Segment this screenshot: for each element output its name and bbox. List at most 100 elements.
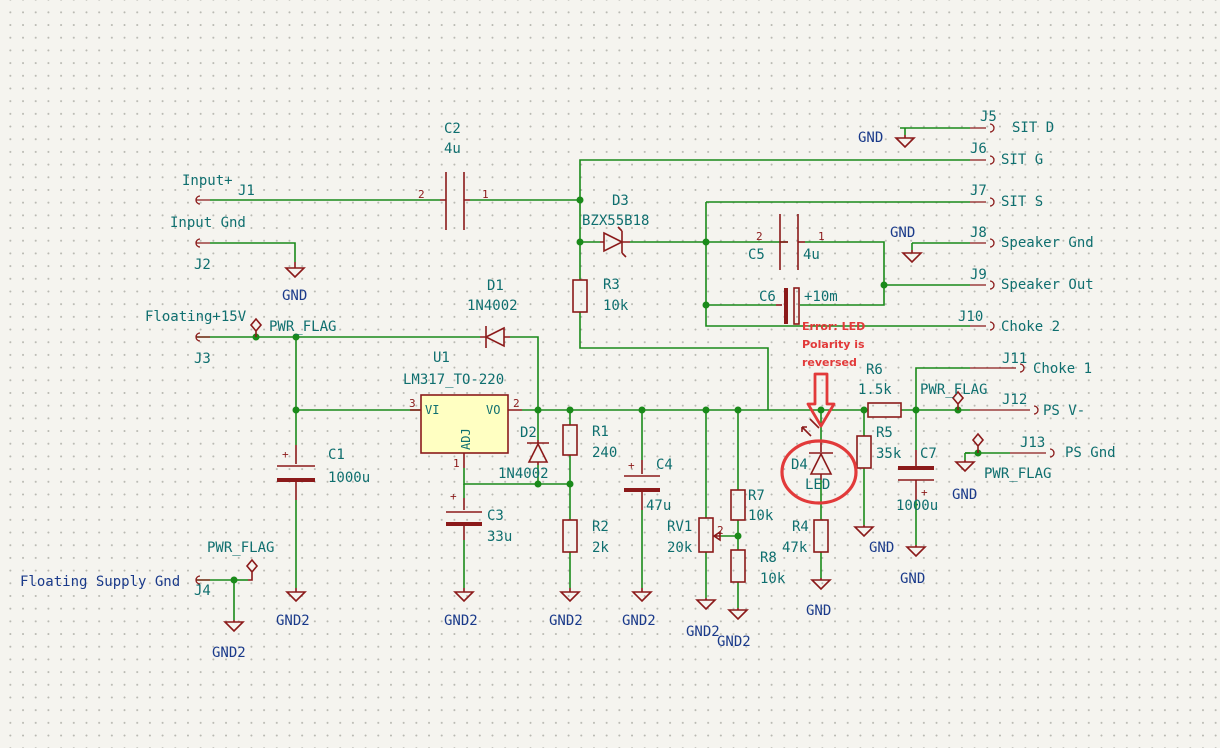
svg-text:GND2: GND2 <box>444 613 478 629</box>
d3-symbol <box>600 226 630 258</box>
ref-j8: J8 <box>970 225 987 241</box>
ref-j13: J13 <box>1020 435 1045 451</box>
label-floating-15v: Floating+15V <box>145 309 247 325</box>
svg-text:2: 2 <box>418 188 425 201</box>
c7-symbol <box>898 450 934 500</box>
value-c3: 33u <box>487 529 512 545</box>
d1-symbol <box>480 326 510 348</box>
ref-c1: C1 <box>328 447 345 463</box>
value-d4: LED <box>805 477 830 493</box>
ref-j7: J7 <box>970 183 987 199</box>
label-input-plus: Input+ <box>182 173 233 189</box>
ref-j1: J1 <box>238 183 255 199</box>
value-d1: 1N4002 <box>467 298 518 314</box>
svg-text:GND: GND <box>806 603 831 619</box>
ref-c6: C6 <box>759 289 776 305</box>
ref-r5: R5 <box>876 425 893 441</box>
ref-u1: U1 <box>433 350 450 366</box>
polarity-marks: + + + + <box>282 448 928 503</box>
label-sit-s: SIT S <box>1001 194 1043 210</box>
value-c5: 4u <box>803 247 820 263</box>
svg-text:PWR_FLAG: PWR_FLAG <box>984 466 1051 482</box>
u1-pin-adj: ADJ <box>459 428 473 450</box>
value-r3: 10k <box>603 298 629 314</box>
ref-j6: J6 <box>970 141 987 157</box>
connector-refs: J1 J2 J3 J4 J5 J6 J7 J8 J9 J10 J11 J12 J… <box>194 109 1045 599</box>
ref-rv1: RV1 <box>667 519 692 535</box>
pin-numbers: 2 1 2 1 3 2 1 2 <box>409 188 825 537</box>
svg-text:1: 1 <box>453 457 460 470</box>
ref-c7: C7 <box>920 446 937 462</box>
ref-j3: J3 <box>194 351 211 367</box>
svg-text:GND: GND <box>890 225 915 241</box>
svg-text:GND2: GND2 <box>622 613 656 629</box>
svg-text:+: + <box>921 486 928 499</box>
ref-j12: J12 <box>1002 392 1027 408</box>
label-choke-1: Choke 1 <box>1033 361 1092 377</box>
component-labels: C2 4u D3 BZX55B18 R3 10k C5 4u C6 +10m D… <box>328 121 938 587</box>
ref-d3: D3 <box>612 193 629 209</box>
d2-symbol <box>527 440 549 465</box>
value-c4: 47u <box>646 498 671 514</box>
u1-symbol <box>410 394 522 468</box>
svg-text:GND2: GND2 <box>717 634 751 650</box>
ref-r6: R6 <box>866 362 883 378</box>
value-r2: 2k <box>592 540 609 556</box>
error-annotation-graphics <box>780 372 858 505</box>
c1-symbol <box>277 445 315 500</box>
value-d3: BZX55B18 <box>582 213 649 229</box>
svg-text:GND2: GND2 <box>686 624 720 640</box>
label-sit-g: SIT G <box>1001 152 1043 168</box>
value-c1: 1000u <box>328 470 370 486</box>
ref-c2: C2 <box>444 121 461 137</box>
label-ps-vminus: PS V- <box>1043 403 1085 419</box>
u1-pin-vo: VO <box>486 403 500 417</box>
value-r7: 10k <box>748 508 774 524</box>
ref-r8: R8 <box>760 550 777 566</box>
ref-c4: C4 <box>656 457 673 473</box>
label-input-gnd: Input Gnd <box>170 215 246 231</box>
value-c6: +10m <box>804 289 838 305</box>
svg-text:Polarity is: Polarity is <box>802 338 865 351</box>
c4-symbol <box>624 460 660 510</box>
svg-text:reversed: reversed <box>802 356 857 369</box>
svg-text:GND: GND <box>858 130 883 146</box>
value-d2: 1N4002 <box>498 466 549 482</box>
svg-text:GND: GND <box>282 288 307 304</box>
c5-symbol <box>779 214 805 270</box>
net-labels: Input+ Input Gnd Floating+15V Floating S… <box>20 120 1116 590</box>
svg-text:PWR_FLAG: PWR_FLAG <box>920 382 987 398</box>
value-c2: 4u <box>444 141 461 157</box>
svg-text:1: 1 <box>818 230 825 243</box>
ref-j10: J10 <box>958 309 983 325</box>
value-r1: 240 <box>592 445 617 461</box>
error-annotation: Error: LED Polarity is reversed <box>802 320 865 369</box>
label-sit-d: SIT D <box>1012 120 1054 136</box>
svg-text:3: 3 <box>409 397 416 410</box>
svg-text:PWR_FLAG: PWR_FLAG <box>207 540 274 556</box>
ref-j11: J11 <box>1002 351 1027 367</box>
c3-symbol <box>446 498 482 540</box>
label-speaker-out: Speaker Out <box>1001 277 1094 293</box>
ground-symbols <box>223 135 976 633</box>
svg-text:GND2: GND2 <box>276 613 310 629</box>
d4-symbol <box>801 418 833 480</box>
ref-c3: C3 <box>487 508 504 524</box>
svg-text:2: 2 <box>756 230 763 243</box>
ref-j2: J2 <box>194 257 211 273</box>
ref-d1: D1 <box>487 278 504 294</box>
pwr-flag-symbols <box>245 317 985 581</box>
svg-text:2: 2 <box>717 524 724 537</box>
svg-text:GND: GND <box>952 487 977 503</box>
u1-pin-vi: VI <box>425 403 439 417</box>
ref-r3: R3 <box>603 277 620 293</box>
value-r4: 47k <box>782 540 808 556</box>
ref-d2: D2 <box>520 425 537 441</box>
junctions <box>230 196 982 584</box>
svg-text:2: 2 <box>513 397 520 410</box>
value-u1: LM317_TO-220 <box>403 372 504 388</box>
ref-r1: R1 <box>592 424 609 440</box>
ref-j4: J4 <box>194 583 211 599</box>
